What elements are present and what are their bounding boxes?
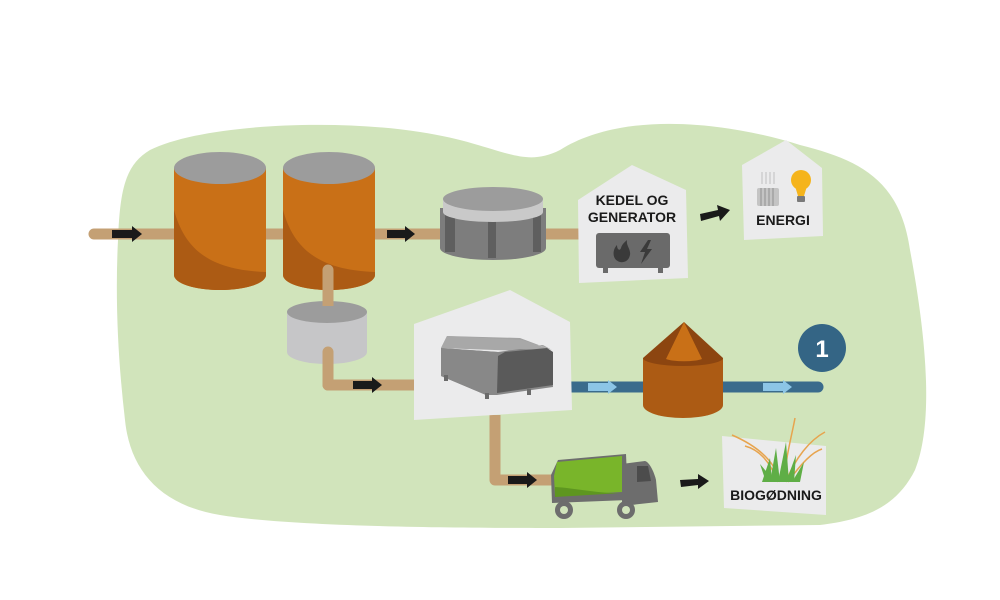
separator-machine	[441, 336, 553, 399]
boiler-generator-label-line1: KEDEL OG	[596, 192, 669, 208]
liquid-silo	[643, 322, 723, 418]
biofertilizer-sign: BIOGØDNING	[722, 417, 826, 515]
biofertilizer-label: BIOGØDNING	[730, 487, 822, 503]
arrow-inlet	[112, 226, 142, 242]
flow-arrows	[112, 205, 730, 489]
boiler-generator-label-line2: GENERATOR	[588, 209, 676, 225]
digester-tank-1	[174, 152, 266, 290]
arrow-to-biofertilizer	[680, 474, 709, 489]
arrow-to-separator	[353, 377, 382, 393]
energy-building: ENERGI	[742, 140, 823, 240]
step-marker-number: 1	[815, 336, 828, 363]
gas-storage-tank	[440, 187, 546, 260]
radiator-icon	[757, 172, 779, 206]
step-marker-badge: 1	[798, 324, 846, 372]
arrow-to-truck	[508, 472, 537, 488]
boiler-generator-building: KEDEL OG GENERATOR	[578, 165, 688, 283]
arrow-to-gas-storage	[387, 226, 415, 242]
separator-building	[414, 290, 572, 420]
energy-label: ENERGI	[756, 212, 810, 228]
digester-tank-2	[283, 152, 375, 290]
arrow-to-energy	[700, 205, 730, 221]
liquid-pipe	[564, 380, 824, 394]
lightbulb-icon	[791, 170, 811, 202]
truck-icon	[551, 454, 658, 519]
grass-icon	[731, 417, 826, 483]
flow-arrow-light-1	[588, 380, 617, 394]
flow-arrow-light-2	[763, 380, 792, 394]
generator-machine	[596, 233, 670, 268]
post-storage-tank	[287, 300, 367, 364]
lightning-icon	[640, 240, 652, 264]
flame-icon	[613, 240, 631, 263]
